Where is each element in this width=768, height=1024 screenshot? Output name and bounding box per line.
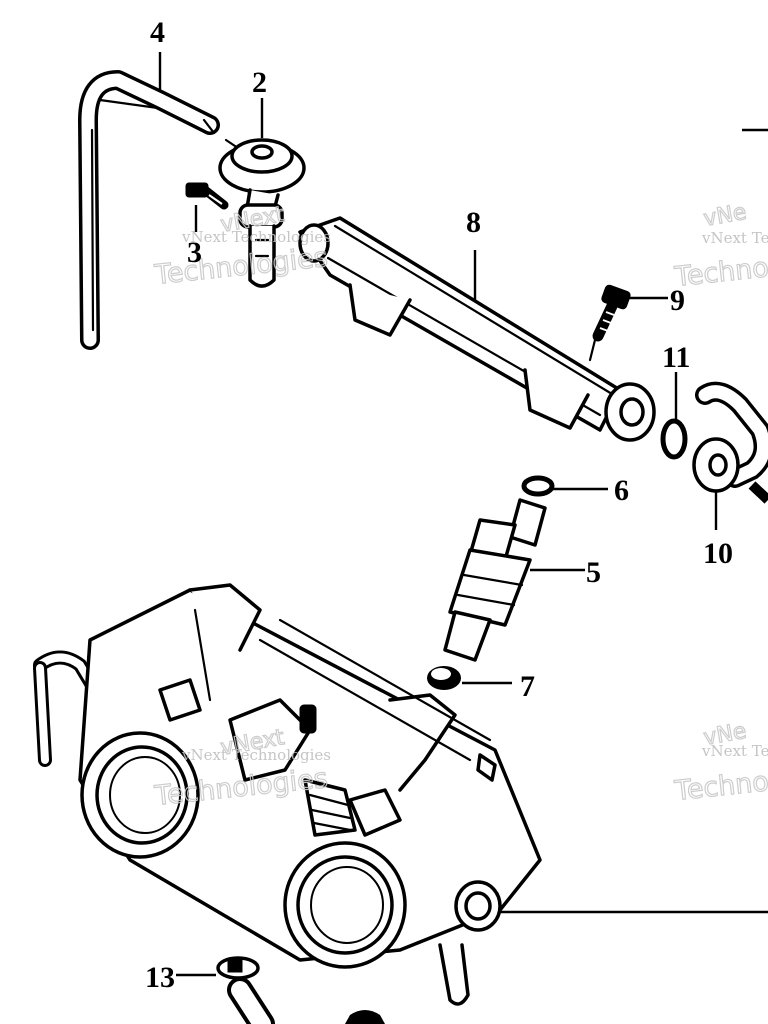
part-8-fuel-rail bbox=[298, 216, 656, 442]
callout-6: 6 bbox=[614, 474, 629, 507]
part-7-seal-cap bbox=[427, 666, 512, 690]
callout-11: 11 bbox=[662, 341, 690, 374]
watermark-line1-b: vNext Technologies bbox=[181, 746, 331, 764]
part-9-bolt bbox=[588, 284, 668, 362]
watermark-right-big-bottom: Techno bbox=[672, 766, 768, 807]
callout-5: 5 bbox=[586, 556, 601, 589]
watermark-line1-a: vNext Technologies bbox=[181, 228, 331, 246]
callout-9: 9 bbox=[670, 284, 685, 317]
callout-7: 7 bbox=[520, 670, 535, 703]
callout-13: 13 bbox=[145, 961, 175, 994]
callout-8: 8 bbox=[466, 206, 481, 239]
callout-4: 4 bbox=[150, 16, 165, 49]
watermark-right-big-top: Techno bbox=[672, 252, 768, 293]
part-6-seal-ring bbox=[521, 475, 608, 497]
part-2-pressure-regulator bbox=[218, 138, 306, 288]
part-4-vacuum-hose bbox=[78, 70, 220, 350]
part-5-injector bbox=[443, 498, 585, 662]
part-13-clamp bbox=[176, 956, 385, 1024]
part-10-inlet-joint bbox=[692, 381, 768, 530]
callout-3: 3 bbox=[187, 236, 202, 269]
throttle-body-assembly bbox=[33, 583, 768, 1006]
callout-10: 10 bbox=[703, 537, 733, 570]
watermark-right-small-top: vNext Te bbox=[701, 229, 768, 247]
part-11-o-ring bbox=[660, 372, 688, 460]
watermark-left: vNext vNext Technologies Technologies bbox=[152, 201, 331, 291]
part-3-bolt bbox=[185, 182, 229, 210]
watermark-line2-a: Technologies bbox=[152, 242, 329, 291]
callout-2: 2 bbox=[252, 66, 267, 99]
watermark-right-brand-top: vNe bbox=[702, 200, 749, 232]
watermark-right-small-bottom: vNext Te bbox=[701, 742, 768, 760]
watermark-right: vNe vNext Te Techno vNe vNext Te Techno bbox=[672, 199, 768, 807]
